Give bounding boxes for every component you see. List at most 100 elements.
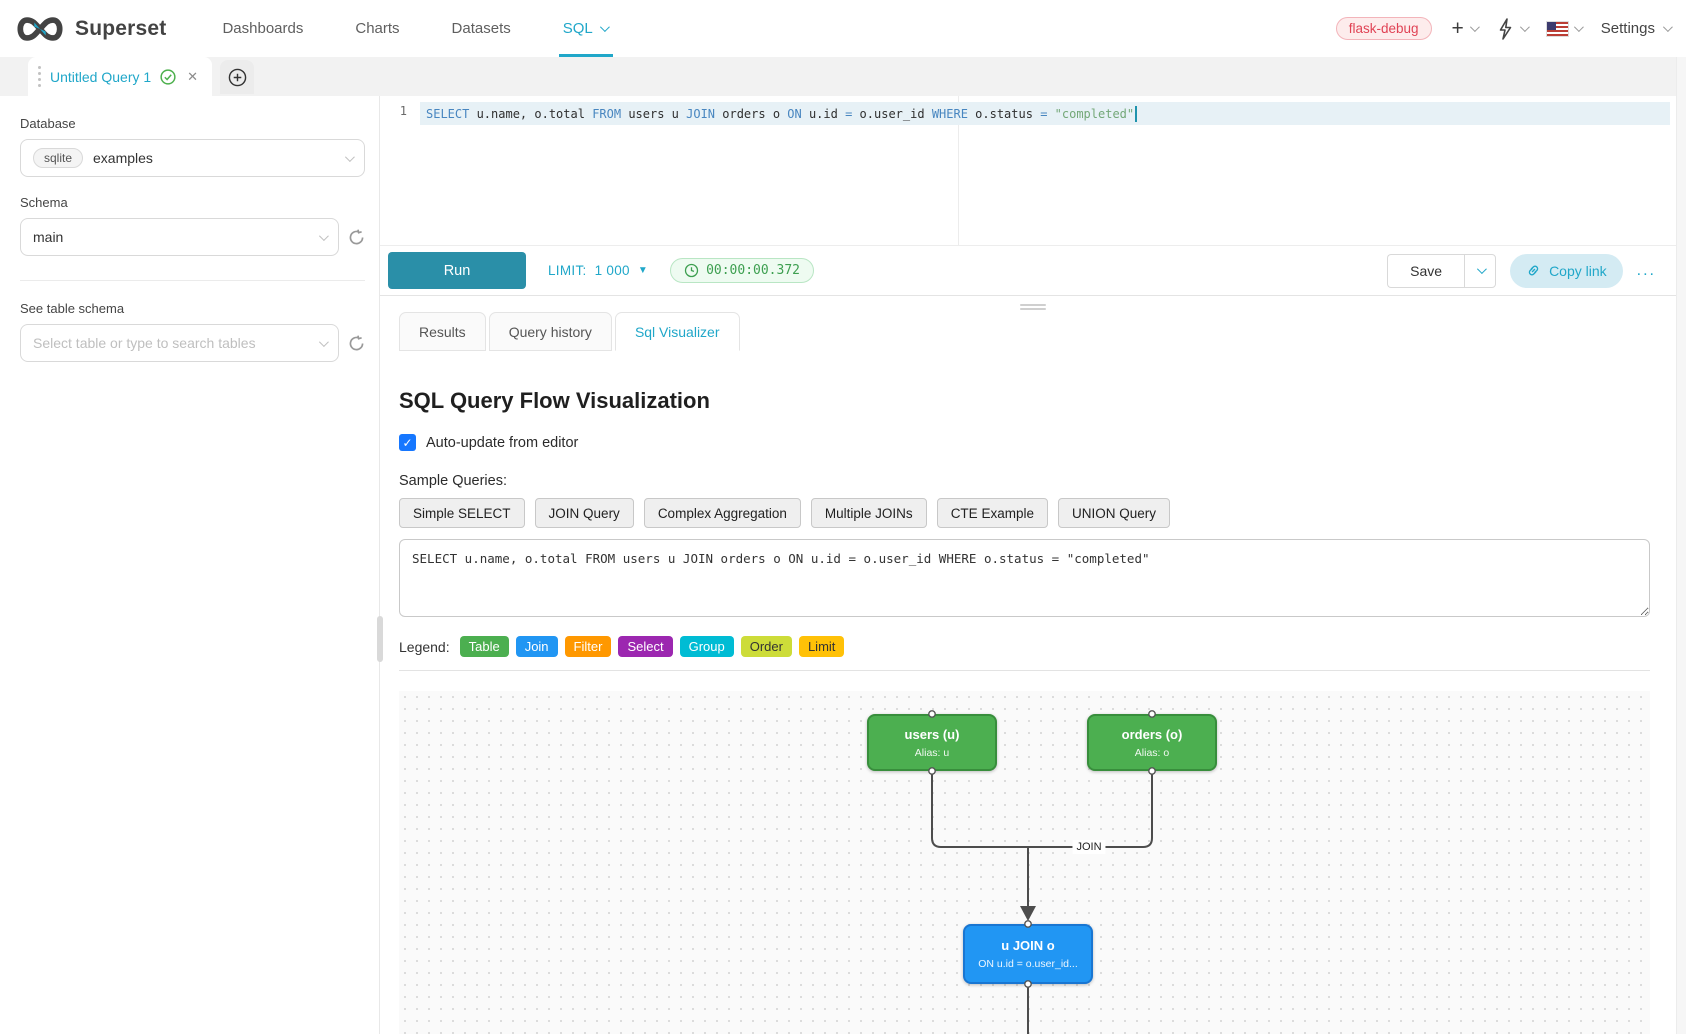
sample-query-button-multiple-joins[interactable]: Multiple JOINs: [810, 498, 927, 528]
sql-token: o.status: [967, 106, 1041, 121]
schema-select-value: main: [33, 229, 64, 245]
us-flag-icon: [1546, 21, 1568, 36]
editor-toolbar: Run LIMIT: 1 000 ▼ 00:00:00.372 Save: [380, 246, 1686, 296]
query-tab-title: Untitled Query 1: [50, 68, 152, 85]
sql-editor[interactable]: 1 SELECT u.name, o.total FROM users u JO…: [380, 96, 1686, 246]
chevron-down-icon: [1573, 22, 1584, 33]
close-icon[interactable]: ✕: [187, 68, 199, 84]
sample-query-button-join-query[interactable]: JOIN Query: [534, 498, 634, 528]
chevron-down-icon: [599, 22, 610, 33]
brand-name: Superset: [75, 16, 167, 40]
legend-badge-table: Table: [459, 636, 509, 657]
settings-menu[interactable]: Settings: [1601, 20, 1673, 37]
flow-node-users[interactable]: users (u)Alias: u: [867, 714, 997, 771]
limit-dropdown[interactable]: LIMIT: 1 000 ▼: [548, 263, 648, 278]
chevron-down-icon: [1519, 22, 1530, 33]
sql-token: =: [845, 106, 853, 121]
sql-token: SELECT: [426, 106, 470, 121]
visualizer-query-input[interactable]: SELECT u.name, o.total FROM users u JOIN…: [399, 539, 1650, 617]
sql-token: [1047, 107, 1054, 121]
chevron-down-icon: [1469, 22, 1480, 33]
tab-query-history[interactable]: Query history: [488, 312, 612, 351]
node-sublabel: Alias: o: [1134, 746, 1170, 759]
query-tab-untitled[interactable]: Untitled Query 1 ✕: [28, 57, 213, 96]
nav-item-sql[interactable]: SQL: [537, 0, 627, 57]
nav-item-datasets[interactable]: Datasets: [451, 20, 511, 37]
database-select[interactable]: sqlite examples: [20, 139, 365, 177]
chevron-down-icon: [318, 230, 329, 241]
plus-icon: +: [1451, 17, 1464, 40]
auto-update-label: Auto-update from editor: [426, 434, 579, 451]
table-select[interactable]: Select table or type to search tables: [20, 324, 339, 362]
sqllab-left-sidebar: Database sqlite examples Schema main See…: [0, 96, 380, 1034]
join-edge-label: JOIN: [1072, 840, 1106, 854]
check-circle-icon: [160, 68, 176, 85]
sample-query-button-complex-aggregation[interactable]: Complex Aggregation: [643, 498, 801, 528]
line-number: 1: [399, 104, 407, 118]
legend-badge-filter: Filter: [564, 636, 612, 657]
visualizer-divider: [399, 670, 1650, 671]
table-schema-label: See table schema: [20, 301, 125, 316]
node-label: users (u): [904, 726, 960, 742]
schema-select[interactable]: main: [20, 218, 339, 256]
more-menu-button[interactable]: ...: [1636, 261, 1656, 279]
legend-badge-limit: Limit: [798, 636, 845, 657]
legend-badge-group: Group: [679, 636, 734, 657]
refresh-tables-icon[interactable]: [348, 335, 365, 352]
sql-token: FROM: [592, 106, 622, 121]
new-plus-menu[interactable]: +: [1451, 17, 1480, 40]
language-menu[interactable]: [1546, 21, 1584, 36]
database-label: Database: [20, 116, 76, 131]
nav-sql-label: SQL: [562, 20, 593, 37]
tab-sql-visualizer[interactable]: Sql Visualizer: [614, 312, 740, 351]
nav-item-dashboards[interactable]: Dashboards: [222, 20, 304, 37]
tab-results[interactable]: Results: [399, 312, 486, 351]
sqllab-main: 1 SELECT u.name, o.total FROM users u JO…: [380, 96, 1686, 1034]
chevron-down-icon: [344, 151, 355, 162]
navbar-right: flask-debug + Settings: [1335, 0, 1673, 57]
save-dropdown-button[interactable]: [1464, 253, 1497, 288]
refresh-schemas-icon[interactable]: [348, 229, 365, 246]
drag-handle-icon[interactable]: [38, 66, 41, 87]
editor-print-margin: [958, 96, 959, 245]
lightning-bolt-icon: [1499, 17, 1512, 40]
editor-active-line[interactable]: SELECT u.name, o.total FROM users u JOIN…: [420, 102, 1670, 125]
editor-cursor: [1135, 105, 1138, 122]
caret-down-icon: ▼: [637, 265, 649, 276]
new-query-tab-button[interactable]: [220, 60, 255, 94]
run-button[interactable]: Run: [388, 252, 526, 289]
sample-query-button-cte-example[interactable]: CTE Example: [936, 498, 1048, 528]
sql-token: u.name, o.total: [469, 106, 593, 121]
save-button[interactable]: Save: [1387, 253, 1465, 288]
editor-gutter: 1: [380, 96, 420, 245]
superset-logo[interactable]: Superset: [14, 0, 166, 57]
node-label: orders (o): [1121, 726, 1183, 742]
flow-node-orders[interactable]: orders (o) Alias: o: [1087, 714, 1217, 771]
database-select-value: examples: [93, 150, 153, 166]
database-engine-badge: sqlite: [33, 148, 84, 168]
auto-update-checkbox[interactable]: ✓: [399, 434, 416, 451]
sample-query-button-union-query[interactable]: UNION Query: [1057, 498, 1170, 528]
query-bolt-menu[interactable]: [1497, 17, 1530, 40]
query-flow-canvas[interactable]: JOIN users (u)Alias: u orders (o) Alias: o…: [399, 691, 1650, 1034]
vertical-scrollbar[interactable]: [1676, 57, 1686, 1034]
table-select-placeholder: Select table or type to search tables: [33, 335, 256, 351]
query-tab-strip: Untitled Query 1 ✕: [0, 57, 1686, 96]
sample-query-button-simple-select[interactable]: Simple SELECT: [399, 498, 525, 528]
node-sublabel: ON u.id = o.user_id...: [978, 958, 1078, 970]
sql-token: users u: [621, 106, 687, 121]
sql-token: JOIN: [686, 106, 716, 121]
pane-drag-handle[interactable]: [1020, 302, 1046, 312]
copy-link-button[interactable]: Copy link: [1510, 253, 1623, 288]
sql-token: ON: [787, 106, 802, 121]
sidebar-resize-handle[interactable]: [377, 616, 383, 662]
sql-token: =: [1040, 106, 1048, 121]
nav-item-charts[interactable]: Charts: [355, 20, 400, 37]
copy-link-label: Copy link: [1549, 262, 1607, 279]
